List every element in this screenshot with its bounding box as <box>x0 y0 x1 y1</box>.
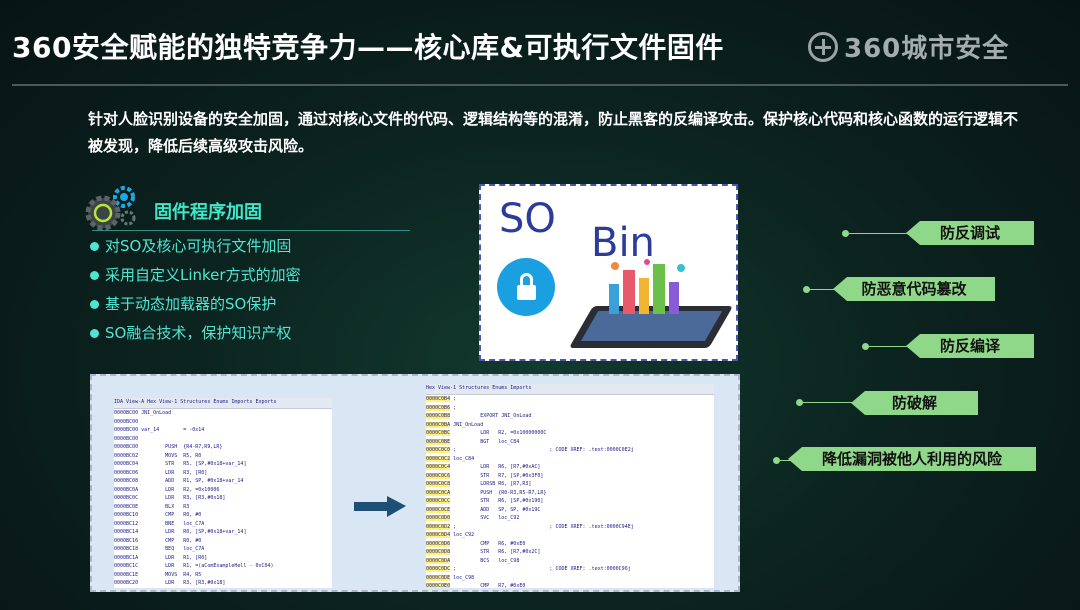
code-after-window: Hex View-1 Structures Enums Imports 0000… <box>426 384 714 588</box>
code-line: 0000C0D2 ; ; CODE XREF: .text:0000C94Ej <box>426 523 634 530</box>
bullet-list: 对SO及核心可执行文件加固 采用自定义Linker方式的加密 基于动态加载器的S… <box>90 232 301 348</box>
connector-dot <box>773 457 780 464</box>
code-line: 0000BC0E BLX R3 <box>114 503 190 510</box>
gear-icon <box>85 186 136 231</box>
code-line: 0000C0BC LDR R2, =0x10000000C <box>426 430 547 436</box>
code-line: 0000BC04 STR R5, [SP,#0x18+var_14] <box>114 461 247 467</box>
code-line: 0000C0DA BCS loc_C98 <box>426 557 520 564</box>
code-line: 0000BC08 ADD R1, SP, #0x18+var_14 <box>114 478 244 484</box>
section-title: 固件程序加固 <box>154 202 262 223</box>
code-line: 0000BC0A LDR R2, =0x10006 <box>114 486 220 493</box>
lock-icon <box>497 258 555 316</box>
code-line: 0000C0D0 SVC loc_C92 <box>426 515 520 521</box>
connector-line <box>802 402 858 403</box>
code-line: 0000BC20 LDR R3, [R3,#0x18] <box>114 580 226 586</box>
code-line: 0000BC00 <box>114 418 139 425</box>
code-line: 0000BC00 var_14 = -0x14 <box>114 427 205 433</box>
code-line: 0000C0C6 STR R7, [SP,#0x3F0] <box>426 472 544 479</box>
code-line: 0000C0C8 LDRSB R6, [R7,R3] <box>426 481 532 487</box>
bullet-dot-icon <box>90 242 99 251</box>
code-line: 0000C0D8 STR R6, [R7,#0x2C] <box>426 549 541 555</box>
bullet-dot-icon <box>90 271 99 280</box>
code-line: 0000C0E0 CMP R7, #0xE0 <box>426 583 526 588</box>
bullet-text: 基于动态加载器的SO保护 <box>105 295 277 313</box>
code-line: 0000C0BE BGT loc_C84 <box>426 438 520 445</box>
code-line: 0000BC12 BNE loc_C7A <box>114 520 205 527</box>
connector-dot <box>796 399 803 406</box>
code-line: 0000BC0C LDR R3, [R3,#0x18] <box>114 495 226 501</box>
logo-text: 360城市安全 <box>844 34 1010 64</box>
feature-tag: 防反调试 <box>906 221 1034 245</box>
code-after-lines: 0000C0B4 ; 0000C0B6 ; 0000C0B8 EXPORT JNI_… <box>426 395 714 588</box>
so-label: SO <box>499 196 556 242</box>
code-tabbar: IDA View-A Hex View-1 Structures Enums I… <box>114 398 332 409</box>
brand-logo: 360城市安全 <box>808 28 1009 65</box>
code-line: 0000C0DC ; ; CODE XREF: .text:0000C96j <box>426 566 631 572</box>
bullet-text: 采用自定义Linker方式的加密 <box>105 266 301 284</box>
code-line: 0000C0B8 EXPORT JNI_OnLoad <box>426 413 532 419</box>
code-line: 0000BC1C LDR R1, =(aComExampleHell - 0xC… <box>114 563 274 569</box>
slide-title: 360安全赋能的独特竞争力——核心库&可执行文件固件 <box>12 31 724 64</box>
connector-dot <box>842 230 849 237</box>
code-line: 0000BC18 BEQ loc_C7A <box>114 546 205 552</box>
logo-mark-icon <box>808 31 838 62</box>
feature-tag: 防反编译 <box>906 334 1034 358</box>
code-line: 0000C0C2 loc_C84 <box>426 455 475 462</box>
connector-line <box>779 460 793 461</box>
code-line: 0000BC22 ADD R1, PC ; "com/example/hello… <box>114 588 332 589</box>
feature-tag: 降低漏洞被他人利用的风险 <box>788 447 1036 471</box>
code-line: 0000BC06 LDR R3, [R0] <box>114 469 208 476</box>
connector-line <box>809 289 839 290</box>
connector-dot <box>862 343 869 350</box>
code-tabbar: Hex View-1 Structures Enums Imports <box>426 384 714 395</box>
code-line: 0000BC00 PUSH {R4-R7,R9,LR} <box>114 444 223 450</box>
code-line: 0000BC1A LDR R1, [R0] <box>114 554 208 561</box>
code-line: 0000C0C4 LDR R6, [R7,#0xAC] <box>426 464 541 470</box>
code-line: 0000BC16 CMP R0, #0 <box>114 537 202 544</box>
right-arrow-icon <box>354 496 406 517</box>
bullet-dot-icon <box>90 329 99 338</box>
code-line: 0000BC10 CMP R0, #0 <box>114 512 202 518</box>
code-line: 0000C0D4 loc_C92 <box>426 532 475 538</box>
bullet-text: SO融合技术，保护知识产权 <box>105 324 292 342</box>
code-line: 0000BC02 MOVS R5, R0 <box>114 452 202 459</box>
code-line: 0000C0D6 CMP R6, #0xE0 <box>426 540 526 547</box>
connector-line <box>868 346 910 347</box>
title-divider <box>12 84 1068 86</box>
list-item: 对SO及核心可执行文件加固 <box>90 232 301 261</box>
list-item: 基于动态加载器的SO保护 <box>90 290 301 319</box>
city-buildings-icon <box>609 259 685 314</box>
code-line: 0000C0CA PUSH {R0-R3,R5-R7,LR} <box>426 489 547 496</box>
code-before-window: IDA View-A Hex View-1 Structures Enums I… <box>114 398 332 588</box>
bullet-text: 对SO及核心可执行文件加固 <box>105 237 292 255</box>
connector-line <box>848 233 908 234</box>
code-line: 0000C0BA JNI_OnLoad <box>426 421 484 428</box>
code-line: 0000BC00 JNI_OnLoad <box>114 410 172 416</box>
bullet-dot-icon <box>90 300 99 309</box>
code-comparison-panel: IDA View-A Hex View-1 Structures Enums I… <box>90 374 740 592</box>
list-item: SO融合技术，保护知识产权 <box>90 319 301 348</box>
code-line: 0000C0CE ADD SP, SP, #0x19C <box>426 506 541 513</box>
code-line: 0000C0B6 ; <box>426 404 457 411</box>
code-line: 0000BC00 <box>114 435 139 442</box>
code-before-lines: 0000BC00 JNI_OnLoad 0000BC00 0000BC00 var_… <box>114 409 332 588</box>
description: 针对人脸识别设备的安全加固，通过对核心文件的代码、逻辑结构等的混淆，防止黑客的反… <box>88 110 1019 155</box>
connector-dot <box>803 286 810 293</box>
feature-tag: 防破解 <box>851 391 978 415</box>
list-item: 采用自定义Linker方式的加密 <box>90 261 301 290</box>
code-line: 0000BC14 LDR R0, [SP,#0x18+var_14] <box>114 529 247 535</box>
section-underline <box>92 230 410 231</box>
code-line: 0000C0B4 ; <box>426 396 457 402</box>
code-line: 0000C0DE loc_C98 <box>426 574 475 581</box>
so-bin-illustration: SO Bin <box>479 184 738 361</box>
bin-label: Bin <box>591 220 655 266</box>
code-line: 0000BC1E MOVS R4, R5 <box>114 571 202 578</box>
code-line: 0000C0CC STR R6, [SP,#0x190] <box>426 498 544 504</box>
feature-tag: 防恶意代码篡改 <box>833 277 995 301</box>
code-line: 0000C0C0 ; ; CODE XREF: .text:0000C0E2j <box>426 447 634 453</box>
